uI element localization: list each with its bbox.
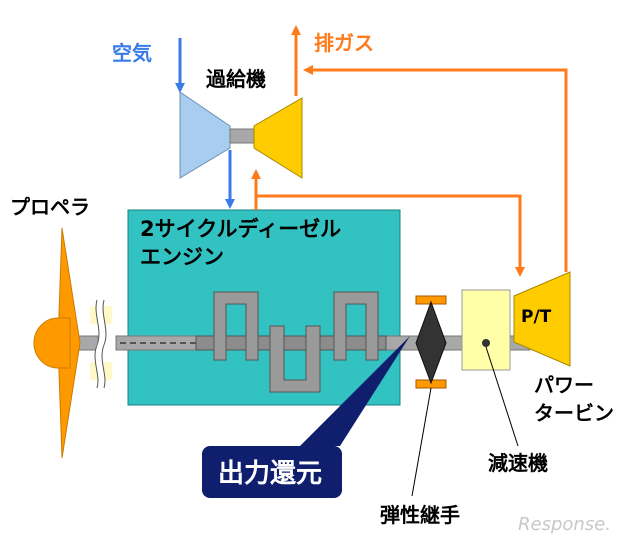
power-turbine (513, 271, 571, 367)
coupling-pointer-line (411, 387, 432, 497)
propeller-label: プロペラ (10, 195, 90, 219)
power-return-label: 出力還元 (218, 459, 322, 489)
crankshaft (195, 291, 387, 393)
power-turbine-label-line1: パワー (534, 373, 594, 397)
crank-throw-2 (269, 325, 321, 393)
shaft-break-line-b (101, 299, 107, 389)
power-return-callout-pointer (300, 336, 410, 446)
engine-label-line2: エンジン (140, 245, 224, 269)
elastic-coupling (415, 295, 447, 389)
air-label: 空気 (112, 41, 152, 65)
power-turbine-short-label: P/T (521, 307, 552, 327)
watermark-logo: Response. (518, 514, 611, 535)
coupling-body (415, 300, 447, 385)
engine-exhaust-to-pt-arrow (256, 194, 525, 277)
crank-throw-3 (333, 291, 379, 361)
reduction-gear-label: 減速機 (488, 451, 548, 475)
engine-label-line1: 2サイクルディーゼル (140, 217, 341, 241)
power-return-callout-box (202, 446, 342, 498)
exhaust-label: 排ガス (314, 31, 374, 55)
crank-throw-1 (213, 291, 259, 361)
reduction-gear-dot (482, 339, 490, 347)
power-turbine-label-line2: タービン (534, 401, 614, 425)
shaft-break-line-a (94, 299, 100, 389)
propeller-hub (33, 317, 71, 369)
gear-pointer-line (485, 346, 519, 447)
turbocharger-label: 過給機 (206, 67, 266, 91)
turbo-shaft (229, 128, 255, 144)
engine-block (127, 209, 401, 406)
reduction-gear-box (461, 289, 511, 371)
exhaust-turbine (253, 97, 303, 179)
compressor (179, 91, 231, 179)
elastic-coupling-label: 弾性継手 (380, 503, 460, 527)
exhaust-from-pt-arrow (303, 65, 568, 272)
shaft-break-symbol (94, 299, 106, 390)
